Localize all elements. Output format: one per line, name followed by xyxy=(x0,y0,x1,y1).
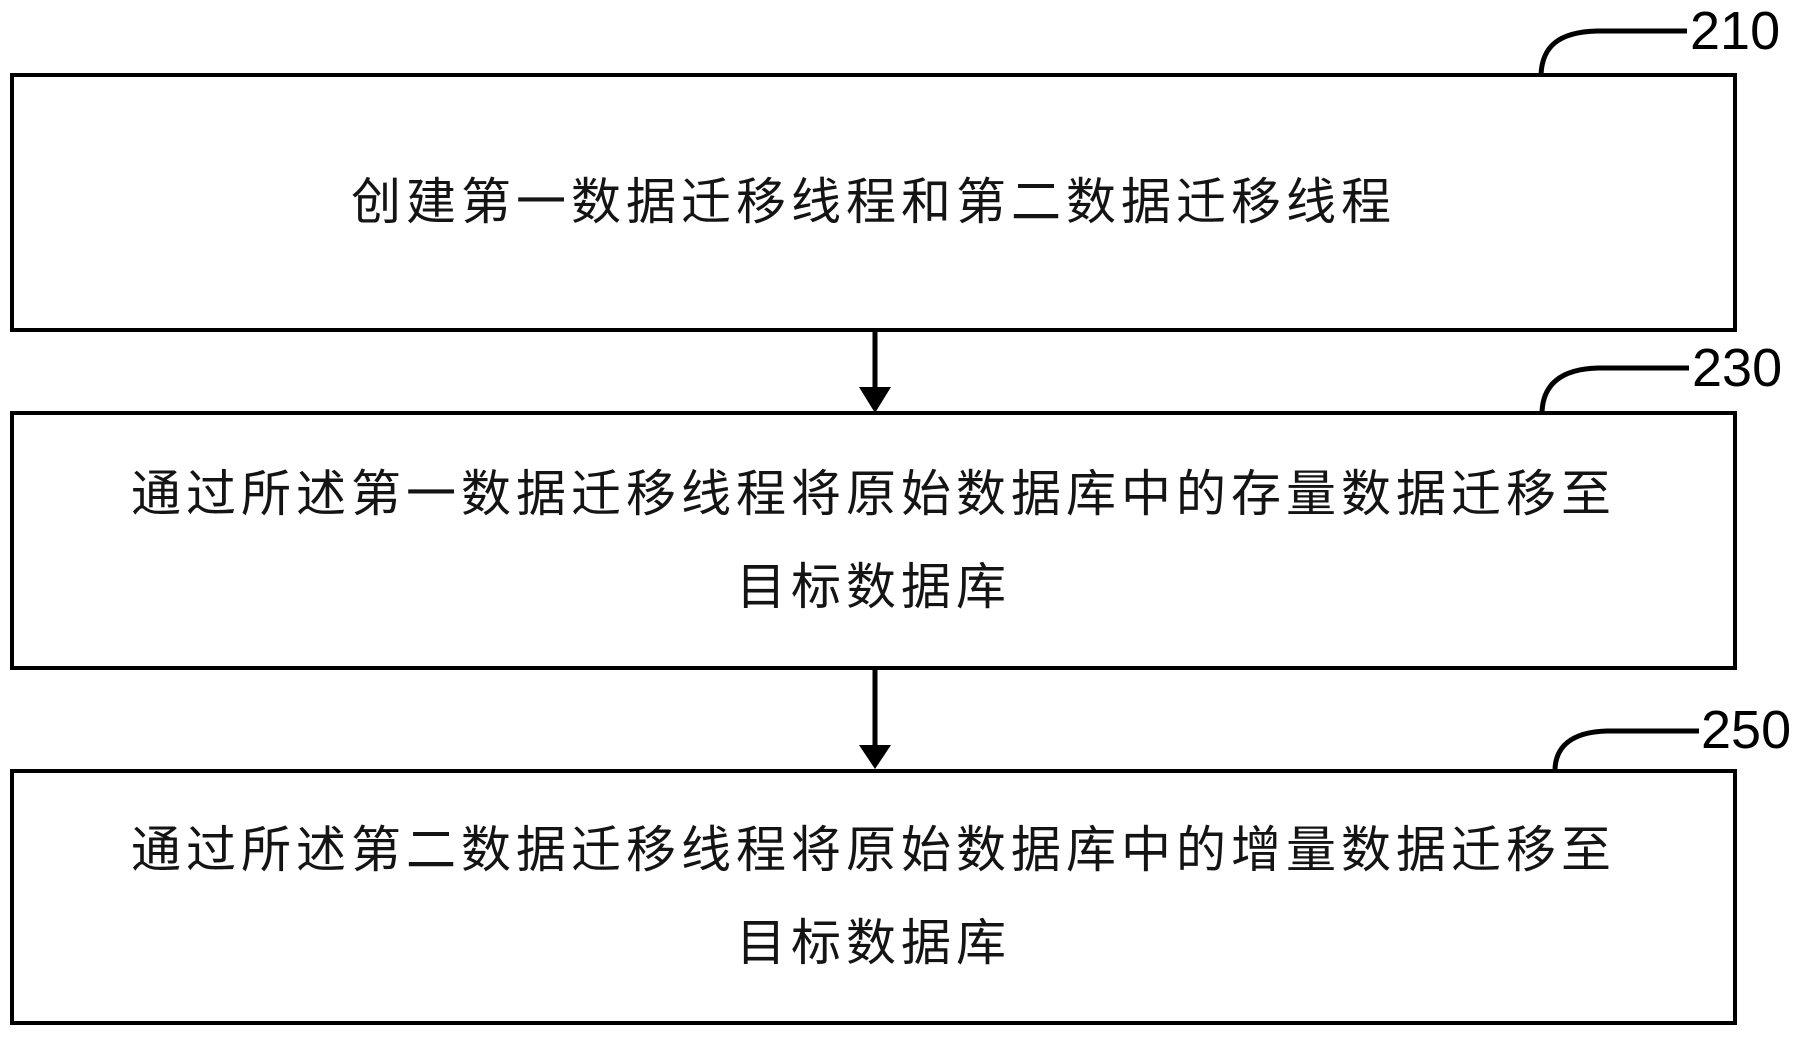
ref-label-210: 210 xyxy=(1690,1,1781,61)
step-text-line: 创建第一数据迁移线程和第二数据迁移线程 xyxy=(351,173,1396,231)
ref-label-230: 230 xyxy=(1692,338,1783,398)
step-text-line: 通过所述第二数据迁移线程将原始数据库中的增量数据迁移至 xyxy=(131,821,1616,879)
ref-label-250: 250 xyxy=(1701,700,1792,760)
flow-arrow-1 xyxy=(859,332,891,413)
step-box-create-threads: 创建第一数据迁移线程和第二数据迁移线程 xyxy=(10,73,1737,332)
step-text-line: 目标数据库 xyxy=(736,557,1011,616)
step-text-line: 目标数据库 xyxy=(736,914,1011,972)
step-box-migrate-incremental-data: 通过所述第二数据迁移线程将原始数据库中的增量数据迁移至 目标数据库 xyxy=(10,769,1737,1025)
leader-curve-230 xyxy=(1539,365,1689,413)
leader-curve-250 xyxy=(1552,728,1699,770)
leader-curve-210 xyxy=(1538,28,1687,76)
step-box-migrate-stock-data: 通过所述第一数据迁移线程将原始数据库中的存量数据迁移至 目标数据库 xyxy=(10,411,1737,670)
flow-arrow-2 xyxy=(859,670,891,769)
step-text-line: 通过所述第一数据迁移线程将原始数据库中的存量数据迁移至 xyxy=(131,464,1616,523)
